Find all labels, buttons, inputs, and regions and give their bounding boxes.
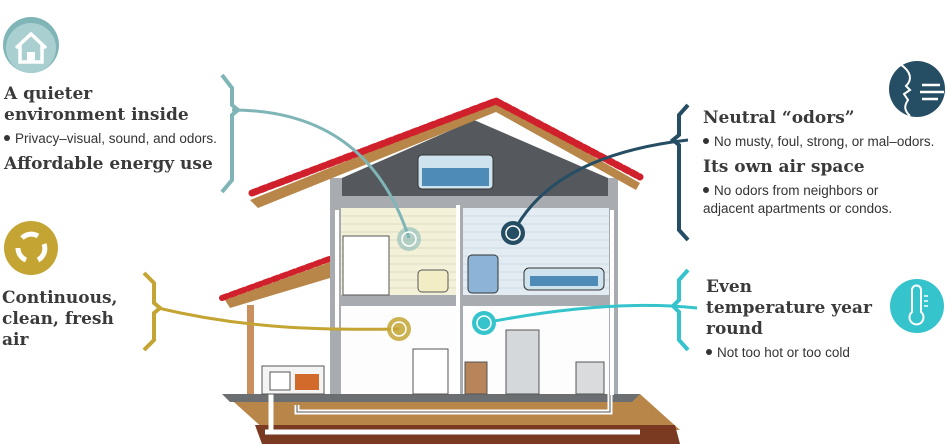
face-breathing-air-icon: [889, 61, 945, 117]
callout-title: A quieter environment inside: [4, 84, 189, 125]
bullet-text: No odors from neighbors or adjacent apar…: [703, 183, 893, 216]
callout-quiet-environment: A quieter environment inside Privacy–vis…: [4, 84, 219, 175]
cabinet: [464, 361, 488, 395]
bracket-temperature: [670, 268, 690, 352]
callout-title: Continuous, clean, fresh air: [2, 288, 118, 350]
floor-slab: [222, 394, 640, 402]
bullet-text: Not too hot or too cold: [717, 345, 850, 360]
bracket-fresh-air: [142, 271, 164, 352]
callout-title: Neutral “odors”: [703, 108, 855, 128]
bracket-quiet: [220, 73, 242, 194]
trash-bin: [575, 361, 605, 395]
recycle-arrows-icon: [4, 221, 58, 275]
bullet-text: No musty, foul, strong, or mal–odors.: [714, 134, 935, 149]
callout-title: Even temperature year round: [706, 277, 872, 339]
bullet-dot: [703, 138, 709, 145]
toilet-left: [417, 269, 449, 293]
thermometer-icon: [890, 279, 944, 333]
bullet-dot: [706, 349, 712, 356]
porch-post: [247, 305, 254, 394]
washer: [412, 348, 449, 395]
callout-bullet: No odors from neighbors or adjacent apar…: [703, 182, 918, 218]
callout-title-energy: Affordable energy use: [4, 154, 213, 174]
marker-quiet: [397, 227, 421, 251]
callout-bullet: No musty, foul, strong, or mal–odors.: [703, 133, 948, 151]
callout-bullet: Privacy–visual, sound, and odors.: [4, 130, 219, 148]
refrigerator: [505, 329, 540, 395]
bullet-dot: [703, 187, 709, 194]
house-icon: [3, 17, 59, 73]
bullet-dot: [4, 135, 10, 142]
callout-neutral-odors: Neutral “odors” No musty, foul, strong, …: [703, 108, 948, 218]
marker-temperature: [472, 311, 496, 335]
bullet-text: Privacy–visual, sound, and odors.: [15, 131, 217, 146]
sink-toilet-right: [467, 254, 499, 294]
callout-bullet: Not too hot or too cold: [706, 344, 876, 362]
callout-even-temperature: Even temperature year round Not too hot …: [706, 277, 876, 362]
callout-fresh-air: Continuous, clean, fresh air: [2, 288, 142, 351]
marker-fresh-air: [387, 317, 411, 341]
bracket-odors: [669, 103, 690, 242]
marker-odors: [501, 221, 525, 245]
callout-title-air-space: Its own air space: [703, 157, 865, 177]
